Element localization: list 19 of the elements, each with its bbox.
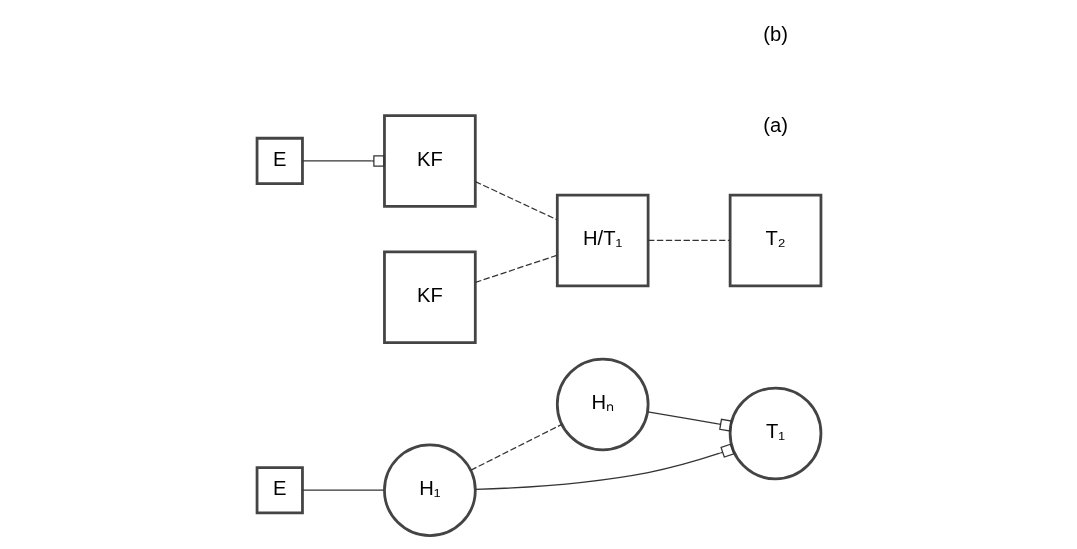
- node-circle: H₁: [382, 443, 477, 538]
- connector: [474, 254, 557, 284]
- node-box: H/T₁: [555, 193, 649, 288]
- connector: [474, 181, 557, 221]
- node-box: KF: [382, 114, 477, 208]
- node-circle: T₁: [728, 386, 822, 481]
- connector: [474, 443, 735, 491]
- connector: [469, 423, 562, 471]
- connector: [646, 411, 732, 432]
- node-box: T₂: [728, 193, 822, 288]
- connector: [301, 155, 385, 167]
- connector: [647, 239, 730, 242]
- label: (a): [762, 113, 788, 136]
- node-box: E: [255, 466, 304, 515]
- node-circle: Hₙ: [555, 357, 649, 452]
- node-box: E: [255, 136, 304, 186]
- label: (b): [762, 22, 788, 45]
- connector: [301, 489, 385, 491]
- node-box: KF: [382, 250, 477, 344]
